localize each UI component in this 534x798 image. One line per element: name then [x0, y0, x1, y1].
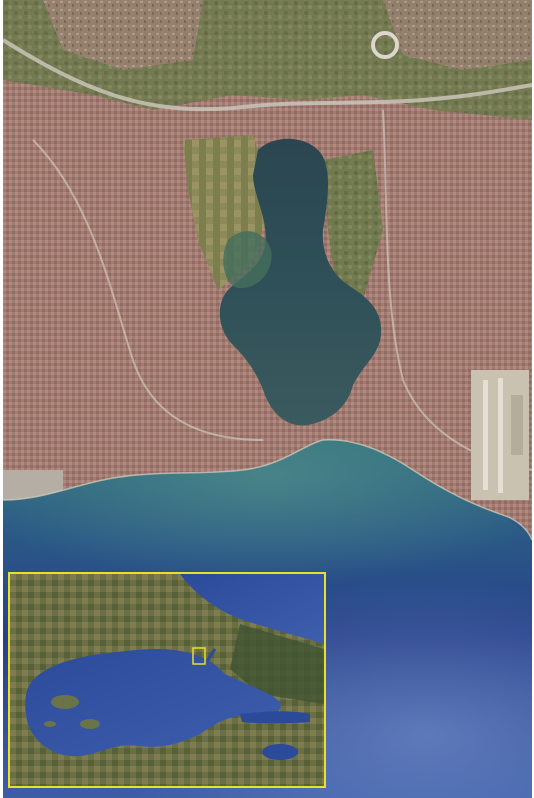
runway-2 — [498, 378, 503, 493]
road-west — [32, 139, 264, 441]
northeast-urban-patch — [383, 0, 532, 70]
runway-1 — [483, 380, 488, 490]
inset-highlight-box — [192, 647, 206, 665]
airport-terminal — [511, 395, 523, 455]
lagoon — [219, 138, 382, 426]
inset-island-tiny — [44, 721, 56, 727]
inset-forest — [230, 624, 324, 704]
inset-overview-map — [10, 574, 324, 786]
inset-northern-sea — [180, 574, 324, 644]
inset-lake — [262, 744, 298, 760]
east-green-strip — [323, 150, 383, 300]
stadium — [371, 31, 399, 59]
inset-island-small — [80, 719, 100, 729]
coastline — [3, 439, 532, 541]
lagoon-green-bay — [223, 231, 272, 289]
inset-map-frame — [8, 572, 326, 788]
inset-gulf — [240, 711, 310, 724]
northern-urban-patch — [43, 0, 203, 70]
highway — [3, 38, 532, 112]
inset-island-large — [51, 695, 79, 709]
inset-inland-sea — [25, 648, 281, 757]
